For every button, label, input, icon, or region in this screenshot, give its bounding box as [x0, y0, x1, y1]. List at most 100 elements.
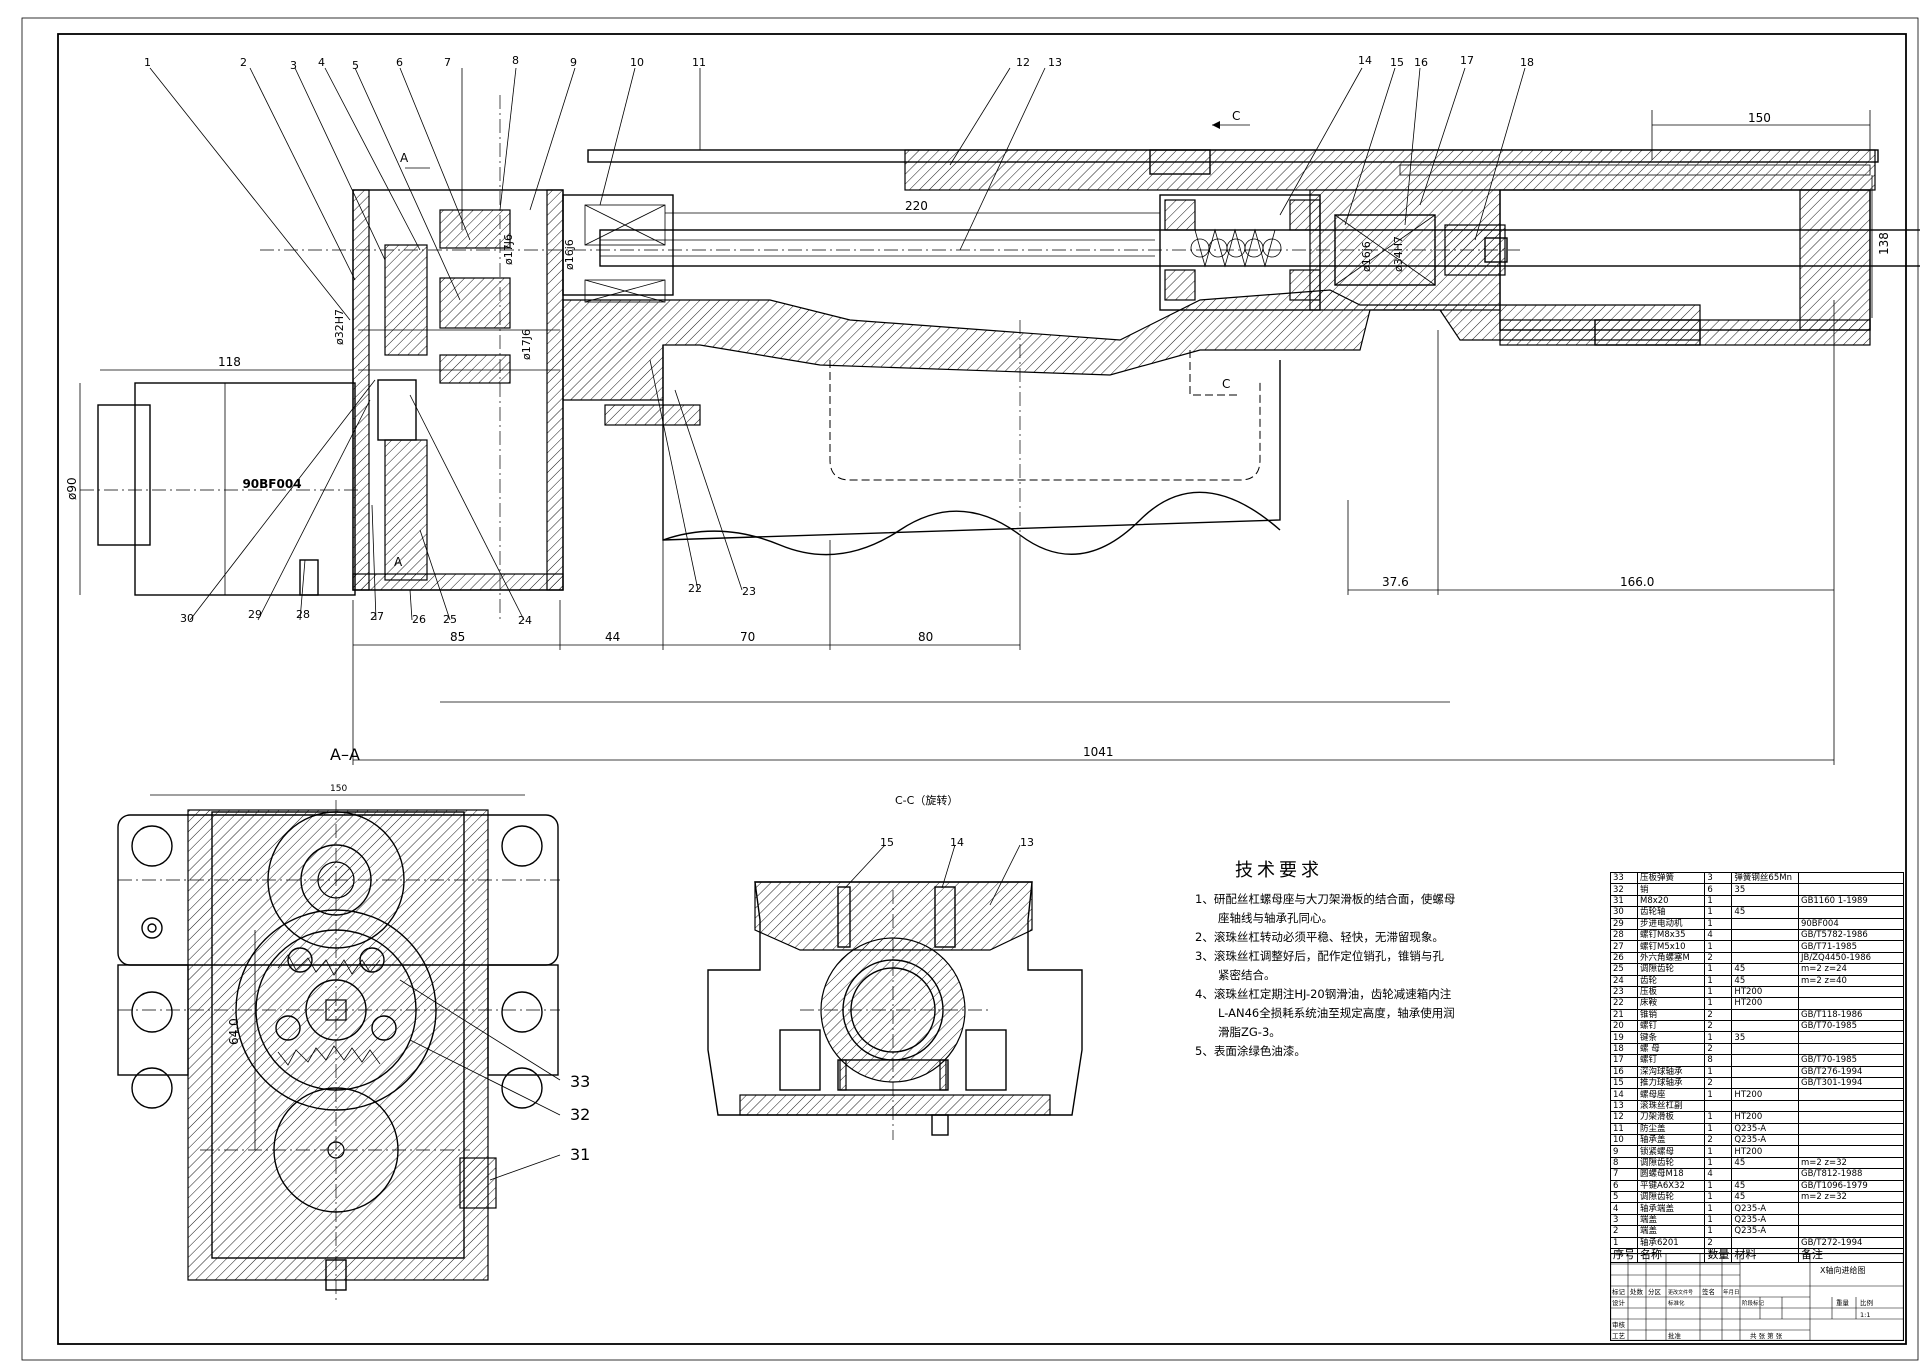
bom-cell: 螺钉 [1636, 1054, 1706, 1067]
bom-cell: 轴承端盖 [1636, 1202, 1706, 1215]
bom-cell: 1 [1704, 1122, 1733, 1136]
tb-label-design: 设计 [1612, 1298, 1626, 1307]
bom-cell: 9 [1610, 1145, 1638, 1158]
balloon-5: 5 [352, 59, 359, 72]
bom-cell [1797, 985, 1905, 999]
cc-title: C-C（旋转） [895, 793, 958, 807]
bom-cell: 33 [1610, 871, 1638, 885]
tb-label-stage: 阶段标记 [1742, 1299, 1765, 1307]
dim-118: 118 [218, 355, 241, 369]
bom-cell: 6 [1704, 883, 1733, 896]
bom-cell: 圆螺母M18 [1636, 1168, 1706, 1181]
bom-cell: 4 [1610, 1202, 1638, 1215]
bom-cell [1797, 1213, 1905, 1227]
bom-cell: 1 [1704, 1156, 1733, 1170]
bom-cell: 45 [1731, 1190, 1799, 1204]
bom-cell: m=2 z=32 [1797, 1190, 1905, 1204]
bom-cell: 1 [1610, 1236, 1638, 1249]
bom-cell: GB1160 1-1989 [1797, 894, 1905, 908]
balloon-16: 16 [1414, 56, 1428, 69]
bom-cell: GB/T1096-1979 [1797, 1179, 1905, 1192]
bom-cell: 45 [1731, 1156, 1799, 1170]
balloon-25: 25 [443, 613, 457, 626]
bom-cell [1797, 1088, 1905, 1101]
bom-cell: 18 [1610, 1042, 1638, 1056]
bom-cell: m=2 z=40 [1797, 974, 1905, 987]
balloon-4: 4 [318, 56, 325, 69]
tb-label-sign: 签名 [1702, 1287, 1715, 1296]
tb-scale-value: 1:1 [1860, 1311, 1870, 1319]
bom-cell: 24 [1610, 974, 1638, 987]
balloon-leaders [149, 67, 1526, 621]
bom-cell: 螺钉M8x35 [1636, 928, 1706, 942]
bom-cell: HT200 [1731, 1088, 1799, 1101]
dim-85: 85 [450, 630, 465, 644]
bom-cell: 调隙齿轮 [1636, 963, 1706, 976]
bom-cell: 45 [1731, 1179, 1799, 1192]
dim-166: 166.0 [1620, 575, 1654, 589]
bom-cell: 31 [1610, 894, 1638, 908]
bom-cell [1731, 1065, 1799, 1079]
bom-cell: 防尘盖 [1636, 1122, 1706, 1136]
bom-cell: 8 [1704, 1054, 1733, 1067]
bom-cell: 1 [1704, 906, 1733, 919]
bom-cell: 1 [1704, 1202, 1733, 1215]
bom-cell: 35 [1731, 883, 1799, 896]
balloon-30: 30 [180, 612, 194, 625]
bom-cell: 锥销 [1636, 1008, 1706, 1022]
balloon-13: 13 [1048, 56, 1062, 69]
tb-label-std: 标准化 [1668, 1299, 1685, 1307]
bom-cell: 25 [1610, 963, 1638, 976]
bom-cell: 19 [1610, 1031, 1638, 1044]
dim-37-6: 37.6 [1382, 575, 1409, 589]
bom-cell: 4 [1704, 928, 1733, 942]
bom-cell: 1 [1704, 997, 1733, 1010]
bom-cell: 29 [1610, 917, 1638, 930]
tb-drawing-title: X轴向进给图 [1820, 1265, 1865, 1275]
balloon-33: 33 [570, 1072, 590, 1091]
bom-cell: GB/T118-1986 [1797, 1008, 1905, 1022]
tb-label-change: 更改文件号 [1668, 1289, 1693, 1296]
bom-cell [1731, 951, 1799, 965]
cc-balloon-13: 13 [1020, 836, 1034, 849]
bom-cell: 销 [1636, 883, 1706, 896]
bom-cell [1797, 1099, 1905, 1113]
balloon-8: 8 [512, 54, 519, 67]
bom-cell: HT200 [1731, 997, 1799, 1010]
bom-cell: 螺 母 [1636, 1042, 1706, 1056]
bom-cell: HT200 [1731, 1145, 1799, 1158]
bom-cell [1731, 1042, 1799, 1056]
tech-line-2: 座轴线与轴承孔同心。 [1195, 911, 1333, 925]
bom-cell: 2 [1704, 1020, 1733, 1033]
bom-cell: 1 [1704, 1190, 1733, 1204]
balloon-6: 6 [396, 56, 403, 69]
dim-70: 70 [740, 630, 755, 644]
bom-cell: Q235-A [1731, 1213, 1799, 1227]
bom-cell: 齿轮 [1636, 974, 1706, 987]
bom-cell: 推力球轴承 [1636, 1077, 1706, 1090]
bom-cell: 23 [1610, 985, 1638, 999]
section-a-a-label: A–A [330, 745, 360, 764]
bom-cell [1731, 1008, 1799, 1022]
bom-cell [1731, 940, 1799, 953]
bom-cell: 螺母座 [1636, 1088, 1706, 1101]
bom-cell: m=2 z=24 [1797, 963, 1905, 976]
bom-cell: 1 [1704, 894, 1733, 908]
tb-label-approve: 批准 [1668, 1331, 1682, 1340]
fit-16j6-b: ø16j6 [1360, 241, 1373, 272]
bom-cell: 1 [1704, 974, 1733, 987]
bom-cell: 调隙齿轮 [1636, 1190, 1706, 1204]
